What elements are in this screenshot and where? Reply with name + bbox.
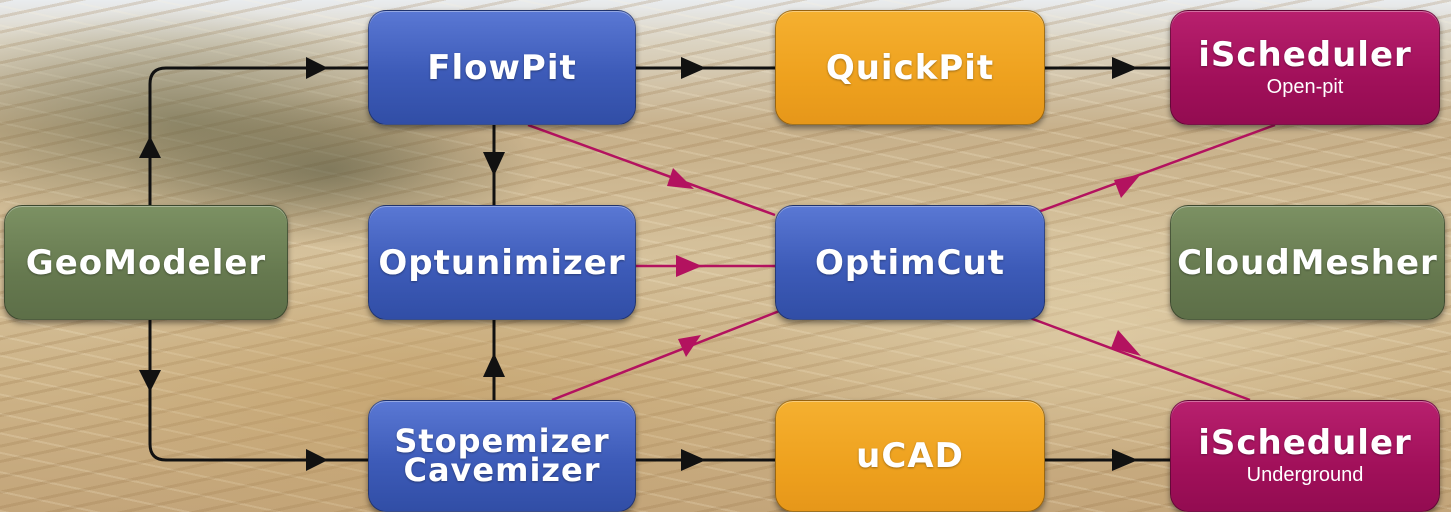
node-cavemizer-label: Cavemizer: [403, 451, 601, 489]
node-ischeduler-underground[interactable]: iScheduler Underground: [1170, 400, 1440, 512]
node-quickpit-label: QuickPit: [825, 47, 995, 88]
node-geomodeler-label: GeoModeler: [25, 242, 267, 283]
node-ischeduler-underground-label: iScheduler: [1198, 423, 1412, 463]
node-geomodeler[interactable]: GeoModeler: [4, 205, 288, 320]
arrowhead-right-icon: [681, 57, 706, 79]
arrowhead-icon: [1111, 330, 1141, 356]
node-optimcut-label: OptimCut: [815, 242, 1005, 283]
node-ucad[interactable]: uCAD: [775, 400, 1045, 512]
edge-flowpit-optimcut: [527, 123, 776, 217]
arrowhead-right-icon: [1112, 449, 1138, 471]
black-arrowheads: [139, 57, 1138, 471]
edge-optimcut-ischeduler-open: [1037, 123, 1276, 214]
node-optimcut[interactable]: OptimCut: [775, 205, 1045, 320]
node-ischeduler-openpit-sublabel: Open-pit: [1266, 75, 1344, 98]
arrowhead-down-icon: [139, 370, 161, 392]
arrowhead-icon: [1114, 174, 1141, 198]
arrowhead-icon: [678, 335, 701, 357]
node-optunimizer-label: Optunimizer: [378, 242, 626, 283]
node-ucad-label: uCAD: [856, 436, 964, 476]
magenta-connectors: [527, 123, 1276, 402]
node-flowpit-label: FlowPit: [427, 47, 577, 88]
node-cloudmesher[interactable]: CloudMesher: [1170, 205, 1445, 320]
node-stopemizer-cavemizer[interactable]: Stopemizer Cavemizer: [368, 400, 636, 512]
node-quickpit[interactable]: QuickPit: [775, 10, 1045, 125]
node-ischeduler-openpit-label: iScheduler: [1198, 34, 1412, 75]
edge-geomodeler-stopemizer: [148, 320, 368, 462]
arrowhead-up-icon: [139, 136, 161, 158]
arrowhead-right-icon: [306, 57, 328, 79]
node-stopemizer-label: Stopemizer: [394, 422, 610, 460]
node-optunimizer[interactable]: Optunimizer: [368, 205, 636, 320]
node-ischeduler-underground-sublabel: Underground: [1246, 464, 1364, 486]
arrowhead-right-icon: [681, 449, 706, 471]
arrowhead-icon: [676, 255, 702, 277]
arrowhead-icon: [667, 168, 694, 189]
arrowhead-right-icon: [1112, 57, 1138, 79]
node-flowpit[interactable]: FlowPit: [368, 10, 636, 125]
arrowhead-right-icon: [306, 449, 328, 471]
edge-stopemizer-optimcut: [551, 308, 783, 402]
node-ischeduler-openpit[interactable]: iScheduler Open-pit: [1170, 10, 1440, 125]
magenta-arrowheads: [667, 168, 1141, 357]
edge-geomodeler-flowpit: [148, 66, 368, 205]
arrowhead-up-icon: [483, 353, 505, 377]
node-cloudmesher-label: CloudMesher: [1177, 242, 1438, 283]
arrowhead-down-icon: [483, 152, 505, 176]
edge-optimcut-ischeduler-under: [1029, 316, 1251, 402]
